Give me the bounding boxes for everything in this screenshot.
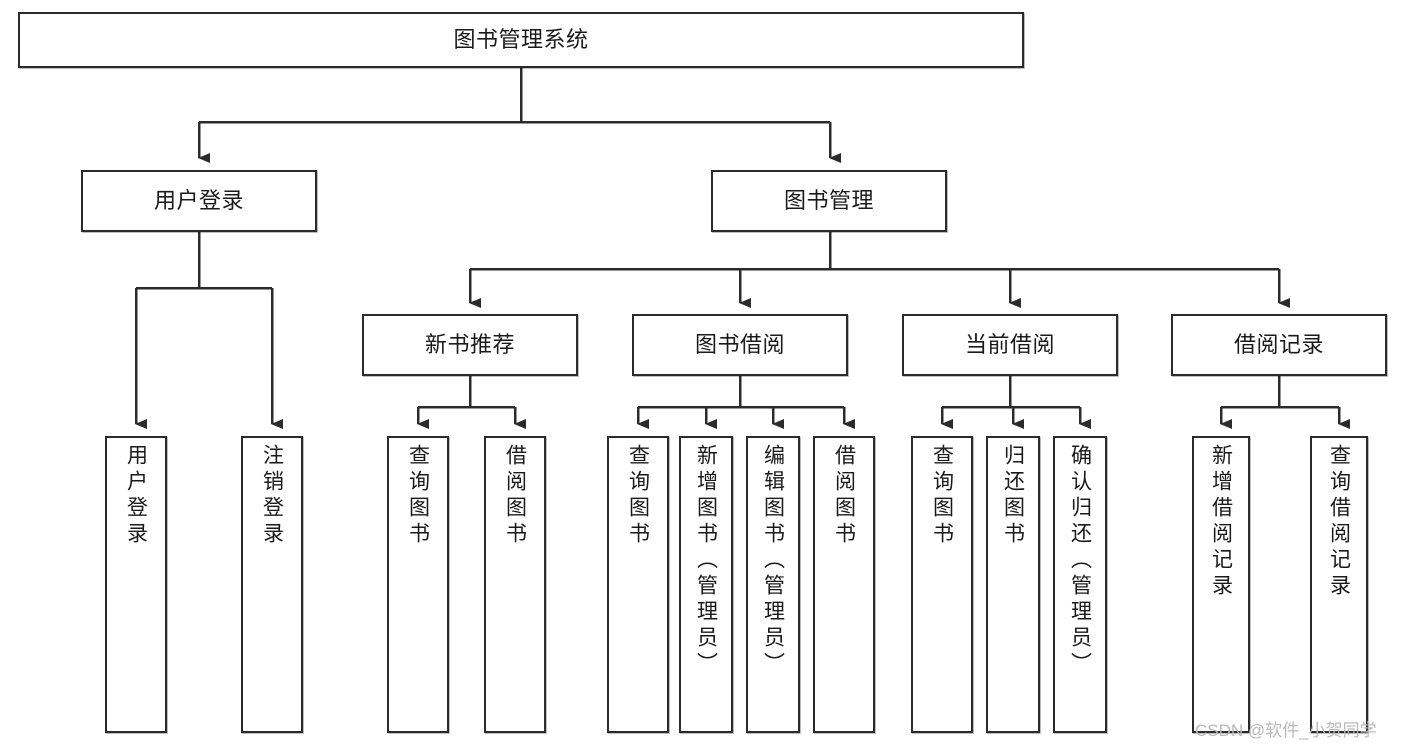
node-root-label: 图书管理系统 [453,26,589,52]
node-leaf-borrow-query-book[interactable]: 查询图书 [607,436,669,733]
node-leaf-borrow-add-book-label: 新增图书（管理员） [694,444,718,678]
node-leaf-cur-return-book-label: 归还图书 [1001,444,1025,548]
node-leaf-cur-query-book[interactable]: 查询图书 [911,436,973,733]
node-book-borrow-label: 图书借阅 [694,331,785,357]
node-leaf-cur-confirm-return-label: 确认归还（管理员） [1068,444,1092,678]
node-leaf-rec-borrow-book-label: 借阅图书 [503,444,527,548]
node-leaf-cur-confirm-return[interactable]: 确认归还（管理员） [1053,436,1107,733]
node-borrow-record-label: 借阅记录 [1233,331,1324,357]
node-leaf-borrow-edit-book[interactable]: 编辑图书（管理员） [746,436,800,733]
node-leaf-user-login[interactable]: 用户登录 [105,436,167,733]
node-leaf-user-logout[interactable]: 注销登录 [241,436,303,733]
node-leaf-rec-query-book-label: 查询图书 [406,444,430,548]
watermark: CSDN @软件_小贺同学 [1195,721,1377,740]
node-borrow-record[interactable]: 借阅记录 [1171,314,1387,376]
node-leaf-rec-borrow-book[interactable]: 借阅图书 [484,436,546,733]
node-book-manage-label: 图书管理 [783,187,874,213]
node-leaf-rec-query-book[interactable]: 查询图书 [387,436,449,733]
node-new-book-rec[interactable]: 新书推荐 [362,314,578,376]
node-book-borrow[interactable]: 图书借阅 [632,314,848,376]
node-root[interactable]: 图书管理系统 [18,12,1024,68]
node-leaf-cur-return-book[interactable]: 归还图书 [986,436,1040,733]
node-leaf-user-login-label: 用户登录 [124,444,148,548]
node-leaf-rec-add-record[interactable]: 新增借阅记录 [1192,436,1250,733]
node-user-login-label: 用户登录 [153,187,244,213]
node-leaf-cur-query-book-label: 查询图书 [930,444,954,548]
node-leaf-borrow-query-book-label: 查询图书 [626,444,650,548]
node-book-manage[interactable]: 图书管理 [711,170,947,232]
node-leaf-rec-add-record-label: 新增借阅记录 [1209,444,1233,600]
node-leaf-borrow-lend-book[interactable]: 借阅图书 [813,436,875,733]
node-leaf-rec-query-record[interactable]: 查询借阅记录 [1310,436,1368,733]
node-leaf-user-logout-label: 注销登录 [260,444,284,548]
node-leaf-rec-query-record-label: 查询借阅记录 [1327,444,1351,600]
node-current-borrow-label: 当前借阅 [964,331,1055,357]
node-new-book-rec-label: 新书推荐 [424,331,515,357]
node-leaf-borrow-lend-book-label: 借阅图书 [832,444,856,548]
node-leaf-borrow-edit-book-label: 编辑图书（管理员） [761,444,785,678]
node-current-borrow[interactable]: 当前借阅 [902,314,1118,376]
node-user-login[interactable]: 用户登录 [81,170,317,232]
node-leaf-borrow-add-book[interactable]: 新增图书（管理员） [679,436,733,733]
